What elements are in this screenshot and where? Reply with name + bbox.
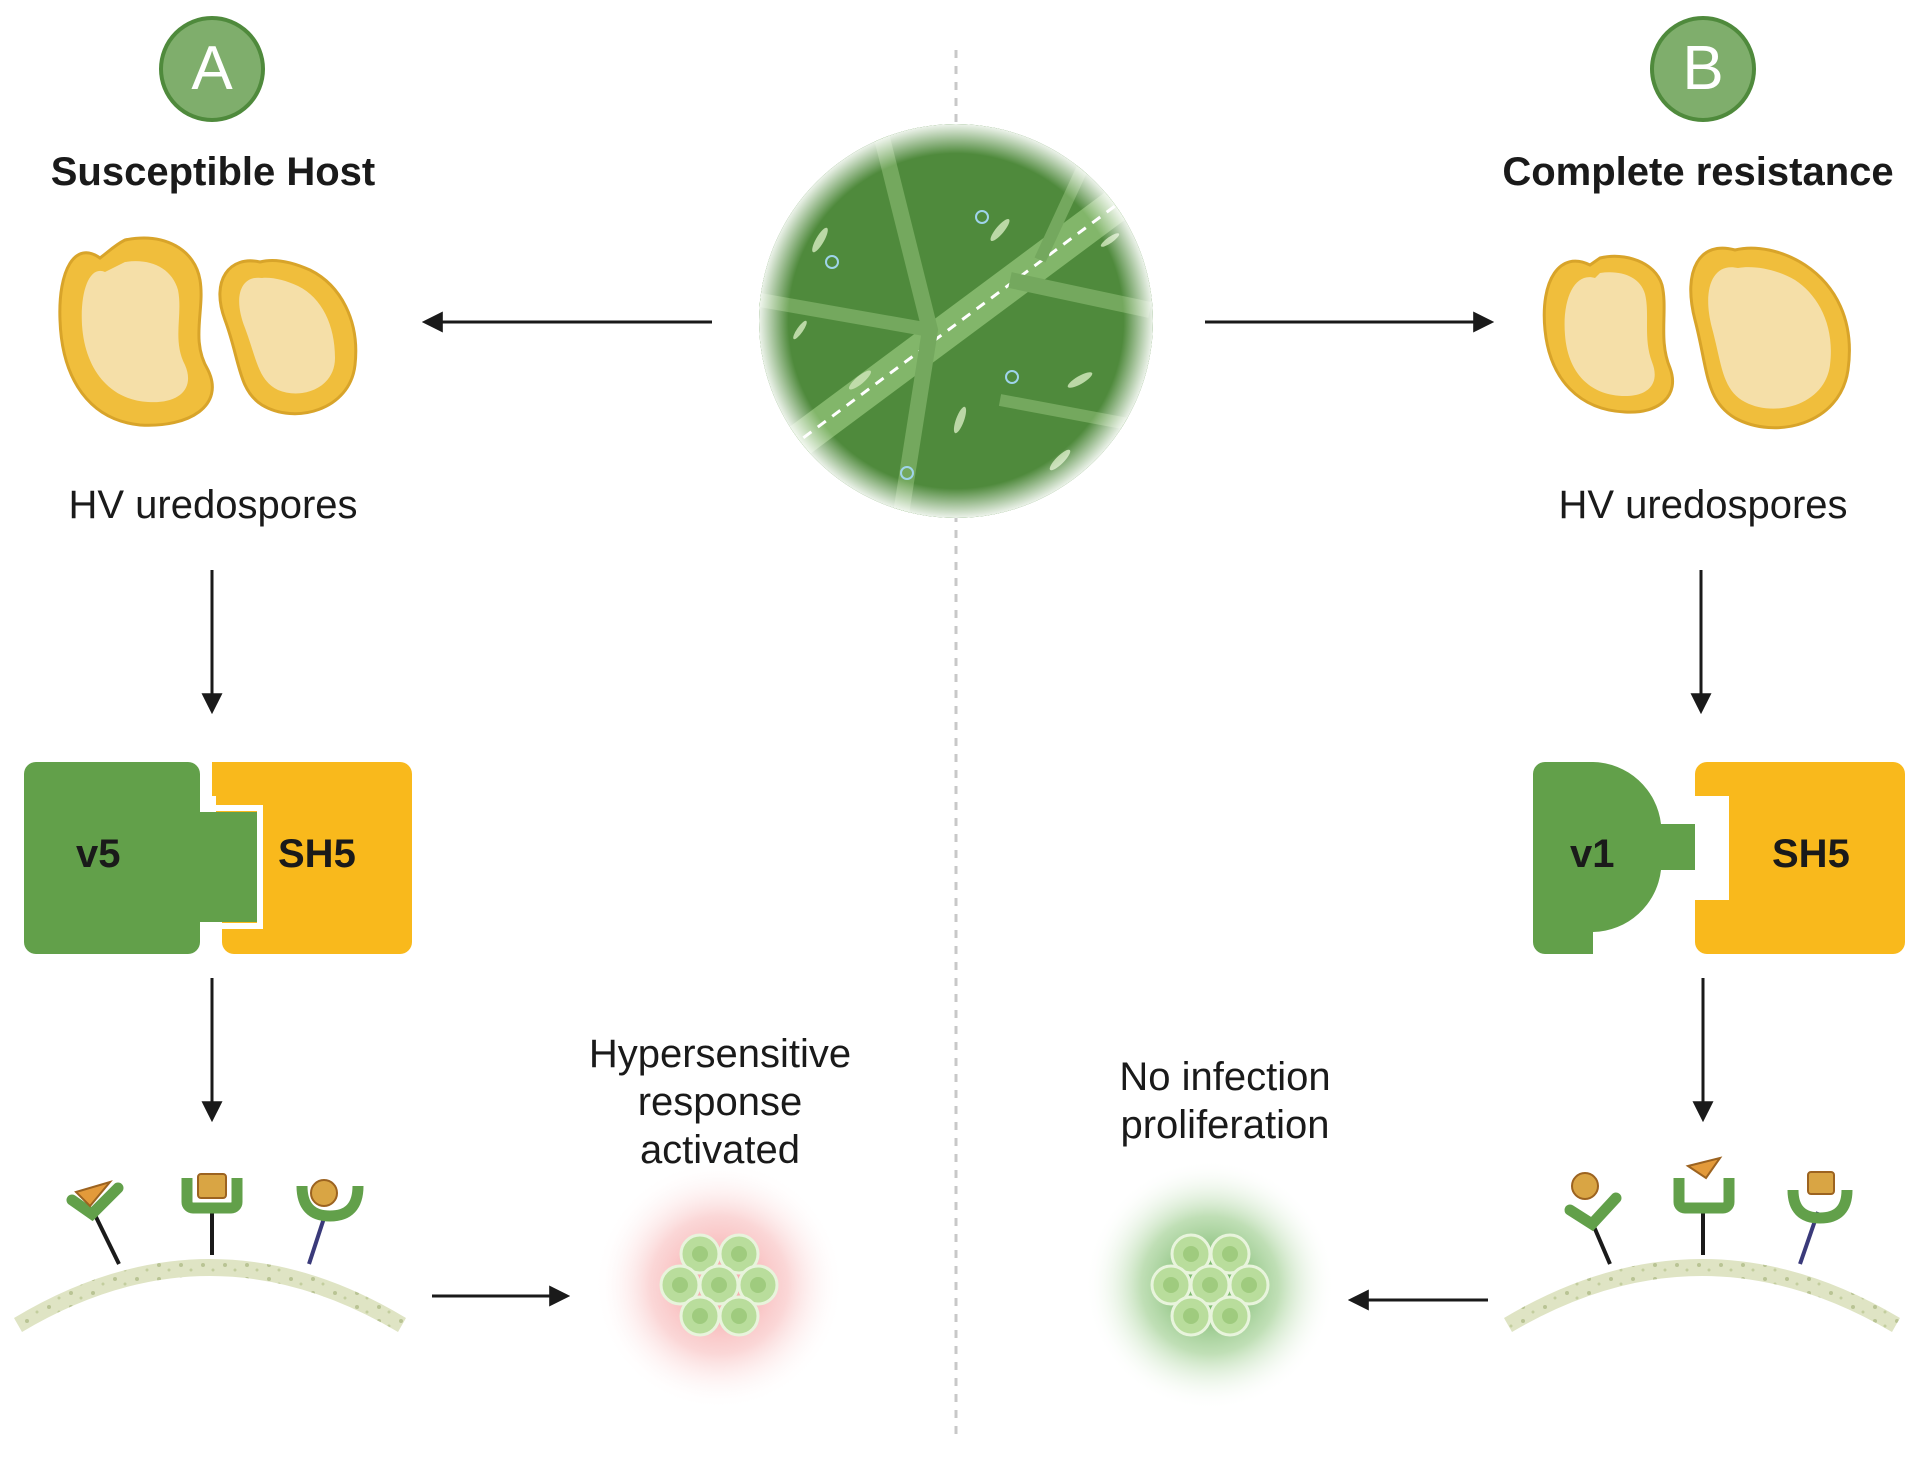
receptor-icon: [14, 1173, 406, 1332]
panel-b-badge: B: [1650, 16, 1756, 122]
leaf-surface-icon: [759, 124, 1153, 518]
panel-b-title: Complete resistance: [1502, 150, 1894, 194]
outcome-line: proliferation: [1120, 1103, 1330, 1147]
uredospore-icon: [1542, 246, 1851, 430]
cell-cluster-icon: [594, 1160, 844, 1410]
avr-label-b: v1: [1570, 832, 1615, 876]
outcome-line: Hypersensitive: [588, 1032, 852, 1076]
r-gene-label-b: SH5: [1772, 832, 1850, 876]
panel-a-title: Susceptible Host: [50, 150, 376, 194]
avr-label-a: v5: [76, 832, 121, 876]
panel-b-spores-label: HV uredospores: [1558, 483, 1848, 527]
outcome-line: No infection: [1119, 1055, 1331, 1099]
panel-a-spores-label: HV uredospores: [68, 483, 358, 527]
avr-r-complex-b: [1533, 762, 1905, 954]
avr-r-complex-a: [24, 762, 412, 954]
r-gene-label-a: SH5: [278, 832, 356, 876]
panel-a-outcome: Hypersensitive response activated: [540, 1030, 900, 1174]
outcome-line: response: [637, 1080, 803, 1124]
receptor-icon: [1504, 1156, 1900, 1332]
panel-b-outcome: No infection proliferation: [1040, 1053, 1410, 1149]
outcome-line: activated: [639, 1128, 801, 1172]
panel-a-badge: A: [159, 16, 265, 122]
uredospore-icon: [58, 236, 358, 427]
cell-cluster-icon: [1085, 1160, 1335, 1410]
